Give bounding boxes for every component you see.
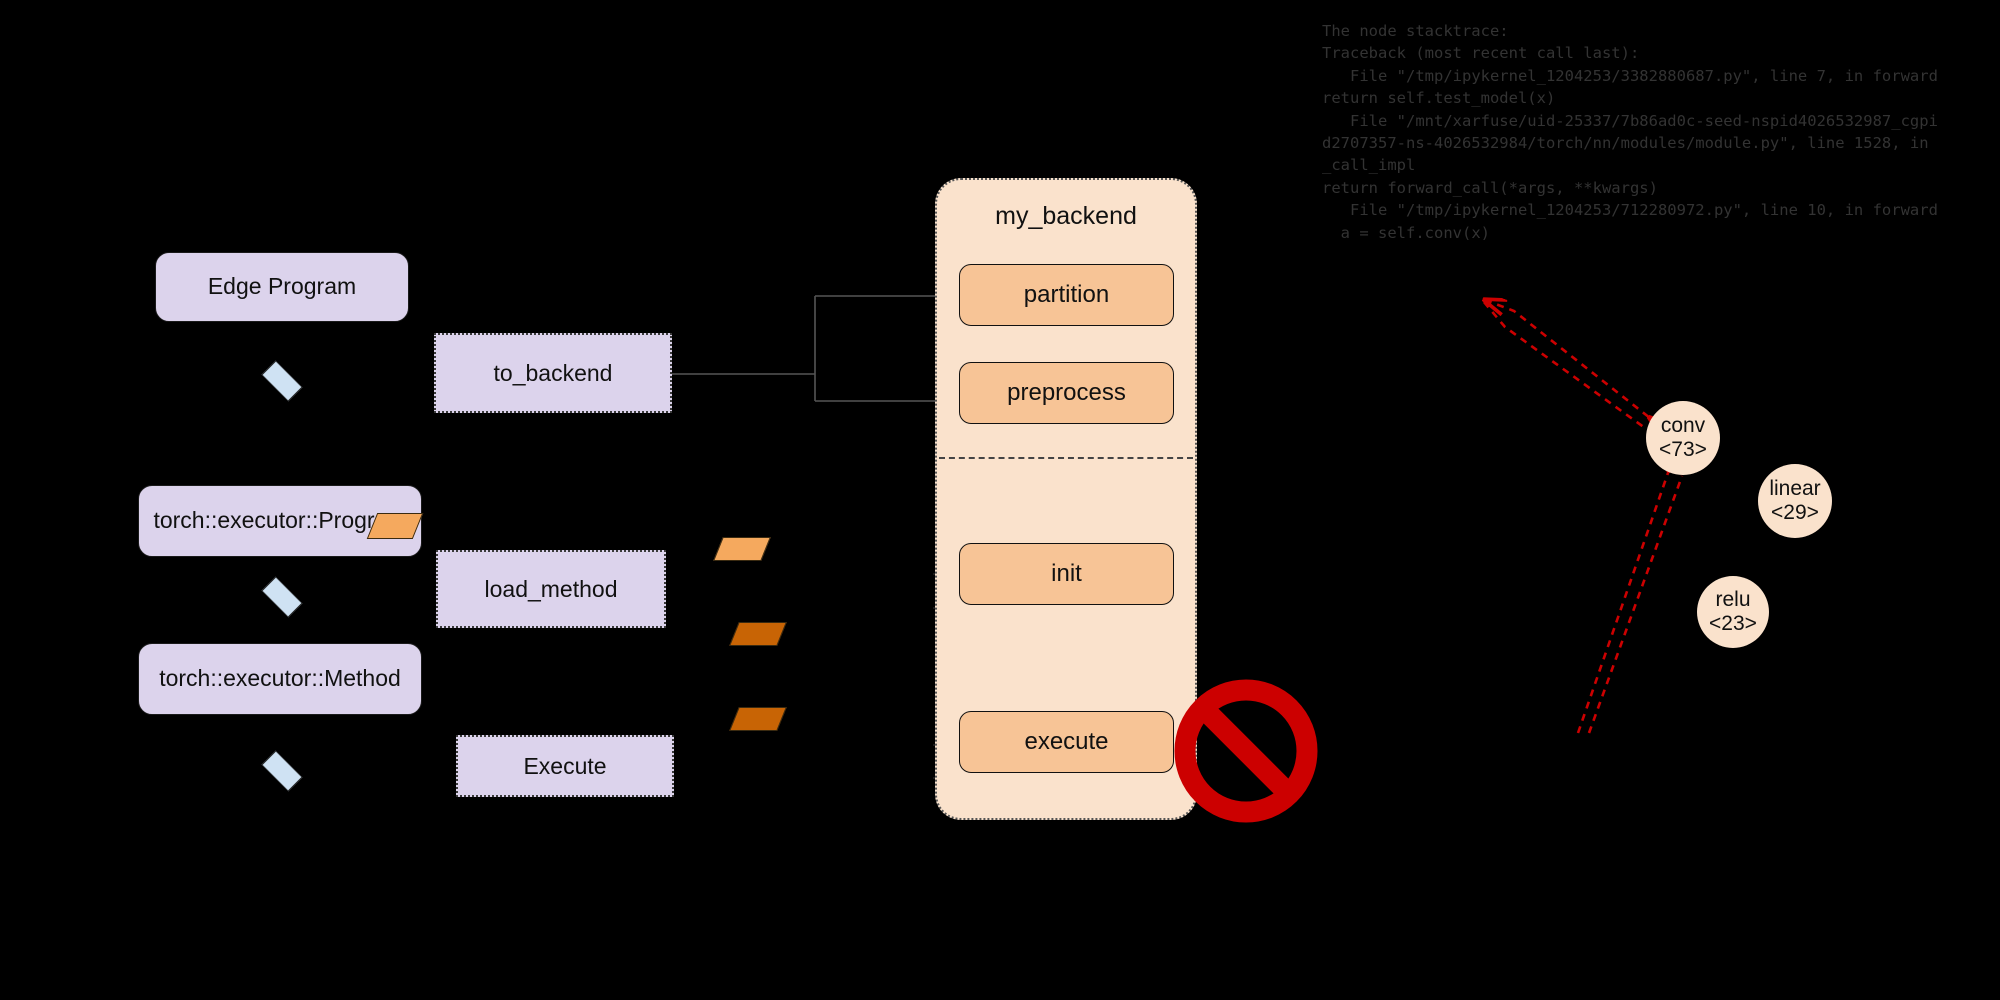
graph-node-relu-index: <23> xyxy=(1709,612,1757,635)
backend-op-preprocess[interactable]: preprocess xyxy=(959,362,1174,424)
backend-op-partition[interactable]: partition xyxy=(959,264,1174,326)
payload-parallelogram-dark-1 xyxy=(729,622,787,646)
stage-edge-program-label: Edge Program xyxy=(207,273,357,300)
stage-edge-program[interactable]: Edge Program xyxy=(155,252,409,322)
backend-container: my_backend partition preprocess init exe… xyxy=(935,178,1197,820)
flow-diamond-2 xyxy=(261,576,303,618)
graph-node-linear[interactable]: linear <29> xyxy=(1758,464,1832,538)
flow-diamond-3 xyxy=(261,750,303,792)
flow-diamond-1 xyxy=(261,360,303,402)
graph-node-conv-name: conv xyxy=(1660,414,1706,438)
backend-op-partition-label: partition xyxy=(1023,281,1110,308)
node-stacktrace-text: The node stacktrace: Traceback (most rec… xyxy=(1322,22,1938,242)
action-load-method[interactable]: load_method xyxy=(436,550,666,628)
graph-node-relu[interactable]: relu <23> xyxy=(1697,576,1769,648)
stage-executor-method[interactable]: torch::executor::Method xyxy=(138,643,422,715)
graph-node-linear-name: linear xyxy=(1769,477,1821,501)
backend-section-divider xyxy=(939,457,1193,459)
backend-op-execute-label: execute xyxy=(1024,728,1109,755)
trace-link-lower xyxy=(1576,470,1682,734)
trace-link-source xyxy=(1484,300,1650,428)
action-load-method-label: load_method xyxy=(484,575,618,602)
prohibition-icon xyxy=(1174,679,1318,823)
graph-node-linear-index: <29> xyxy=(1771,501,1819,524)
payload-parallelogram-dark-2 xyxy=(729,707,787,731)
backend-op-init-label: init xyxy=(1051,560,1082,587)
backend-title: my_backend xyxy=(995,202,1137,230)
action-to-backend[interactable]: to_backend xyxy=(434,333,672,413)
backend-op-preprocess-label: preprocess xyxy=(1007,379,1126,406)
payload-parallelogram-light-1 xyxy=(713,537,771,561)
action-execute[interactable]: Execute xyxy=(456,735,674,797)
prohibition-slash xyxy=(1195,700,1297,802)
stage-executor-method-label: torch::executor::Method xyxy=(159,665,401,692)
backend-op-init[interactable]: init xyxy=(959,543,1174,605)
stage-executor-program-label: torch::executor::Program xyxy=(153,507,407,534)
no-entry-sign[interactable] xyxy=(1174,679,1318,823)
graph-node-relu-name: relu xyxy=(1715,588,1751,612)
graph-node-conv[interactable]: conv <73> xyxy=(1646,401,1720,475)
backend-op-execute[interactable]: execute xyxy=(959,711,1174,773)
graph-node-conv-index: <73> xyxy=(1659,438,1707,461)
action-execute-label: Execute xyxy=(523,752,607,779)
action-to-backend-label: to_backend xyxy=(493,359,613,386)
